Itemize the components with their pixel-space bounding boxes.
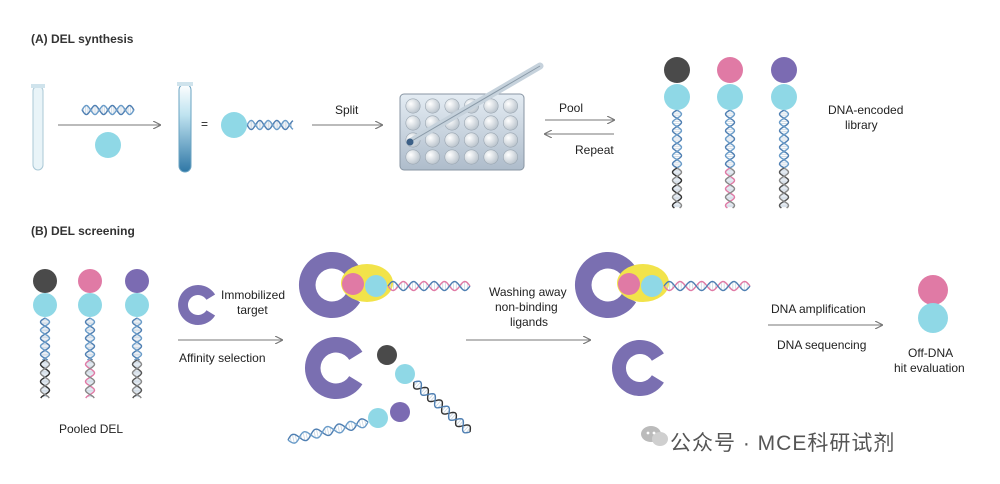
well	[445, 150, 459, 164]
building-block-bead	[33, 293, 57, 317]
building-block-bead	[771, 84, 797, 110]
unbound-ligand-bead	[377, 345, 397, 365]
well	[406, 150, 420, 164]
well	[464, 116, 478, 130]
dna-tag	[726, 168, 735, 208]
well	[425, 150, 439, 164]
affinity-selection-label: Affinity selection	[179, 351, 266, 365]
dna-tag	[133, 360, 142, 398]
building-block-bead	[717, 84, 743, 110]
well	[406, 116, 420, 130]
building-block-bead	[95, 132, 121, 158]
equals-sign: =	[201, 117, 208, 131]
hit-bead	[918, 303, 948, 333]
dna-sequencing-label: DNA sequencing	[777, 338, 866, 352]
library-label-line1: DNA-encoded	[828, 103, 903, 117]
well	[406, 99, 420, 113]
dna-tag	[41, 360, 50, 398]
well	[464, 133, 478, 147]
filled-test-tube	[177, 82, 193, 172]
building-block-bead	[78, 293, 102, 317]
building-block-bead	[717, 57, 743, 83]
washing-label-line3: ligands	[510, 315, 548, 329]
building-block-bead	[771, 57, 797, 83]
building-block-bead	[664, 57, 690, 83]
section-b-title: (B) DEL screening	[31, 224, 135, 238]
well	[484, 116, 498, 130]
target-protein	[612, 340, 664, 396]
dna-strand	[780, 110, 789, 168]
building-block-bead	[125, 269, 149, 293]
dna-strand	[288, 419, 368, 443]
well	[484, 133, 498, 147]
building-block-bead	[221, 112, 247, 138]
split-label: Split	[335, 103, 358, 117]
well	[464, 150, 478, 164]
hit-bead	[918, 275, 948, 305]
dna-tag	[388, 282, 470, 291]
building-block-bead	[664, 84, 690, 110]
dna-strand	[673, 110, 682, 168]
bound-ligand-bead	[641, 275, 663, 297]
washing-label-line2: non-binding	[495, 300, 558, 314]
dna-tag	[664, 282, 750, 291]
dna-amplification-label: DNA amplification	[771, 302, 866, 316]
off-dna-label-line2: hit evaluation	[894, 361, 965, 375]
watermark-text: 公众号 · MCE科研试剂	[670, 427, 895, 457]
building-block-bead	[33, 269, 57, 293]
well	[445, 133, 459, 147]
repeat-label: Repeat	[575, 143, 614, 157]
dna-strand	[86, 318, 95, 360]
immobilized-label-line1: Immobilized	[221, 288, 285, 302]
pooled-del-label: Pooled DEL	[59, 422, 123, 436]
library-label-line2: library	[845, 118, 878, 132]
immobilized-target	[178, 285, 215, 325]
dna-tag	[414, 381, 471, 433]
immobilized-label-line2: target	[237, 303, 268, 317]
dna-strand	[41, 318, 50, 360]
well	[503, 150, 517, 164]
pool-label: Pool	[559, 101, 583, 115]
washing-label-line1: Washing away	[489, 285, 567, 299]
bound-ligand-bead	[365, 275, 387, 297]
bound-ligand-bead	[618, 273, 640, 295]
building-block-bead	[125, 293, 149, 317]
dna-strand	[247, 121, 293, 130]
well	[484, 150, 498, 164]
well	[503, 99, 517, 113]
unbound-ligand-bead	[390, 402, 410, 422]
wechat-icon	[641, 426, 668, 446]
bound-ligand-bead	[342, 273, 364, 295]
well	[503, 116, 517, 130]
off-dna-label-line1: Off-DNA	[908, 346, 953, 360]
unbound-ligand-bead	[395, 364, 415, 384]
target-protein	[305, 337, 362, 399]
well	[503, 133, 517, 147]
well	[425, 99, 439, 113]
building-block-bead	[78, 269, 102, 293]
section-a-title: (A) DEL synthesis	[31, 32, 133, 46]
empty-test-tube	[31, 84, 45, 170]
well-plate	[400, 66, 540, 170]
dna-strand	[82, 106, 134, 115]
dna-tag	[86, 360, 95, 398]
dna-tag	[780, 168, 789, 208]
dna-strand	[133, 318, 142, 360]
dna-strand	[726, 110, 735, 168]
unbound-ligand-bead	[368, 408, 388, 428]
dna-tag	[673, 168, 682, 208]
